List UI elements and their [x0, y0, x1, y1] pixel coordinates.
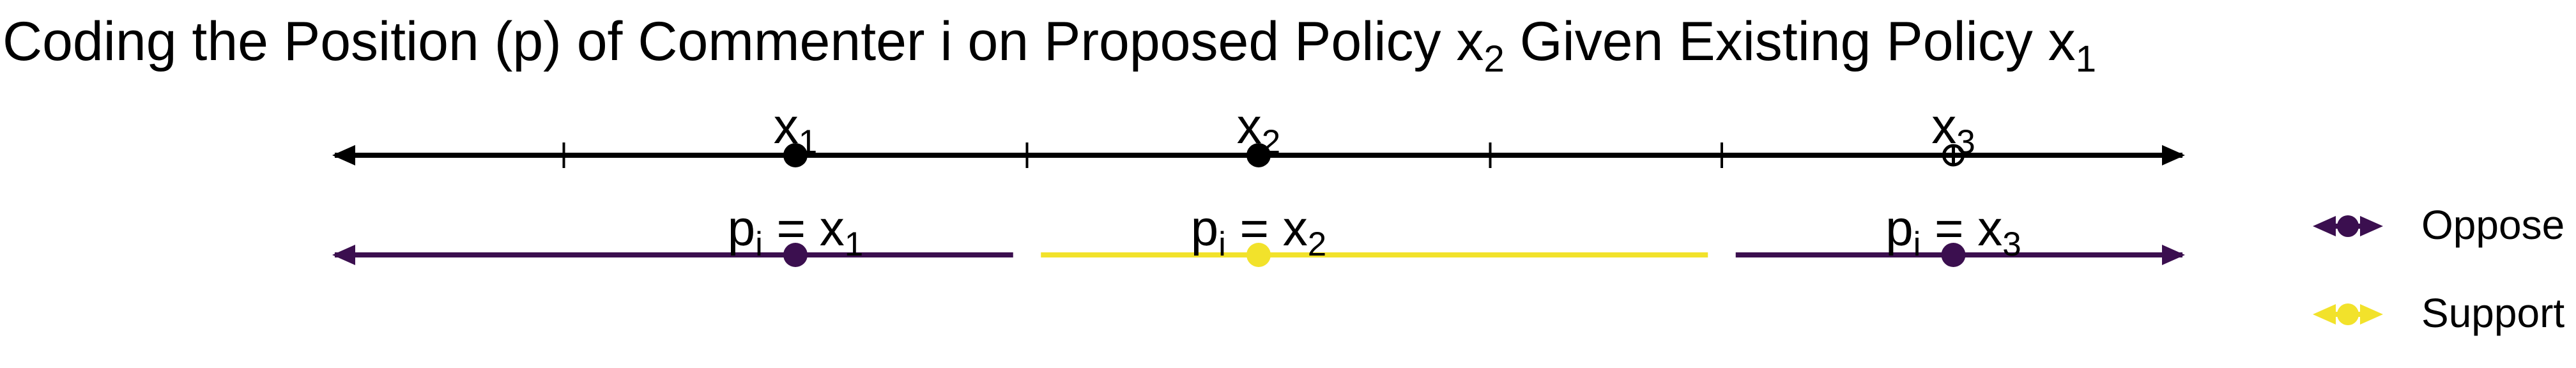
- label-p: p: [1190, 200, 1219, 256]
- label-subscript: 2: [1307, 225, 1327, 263]
- legend-key-left-arrow-oppose: [2313, 216, 2336, 236]
- bottom-point-1: [783, 243, 808, 267]
- legend-key-point-support: [2337, 303, 2359, 325]
- label-p-subscript: i: [1218, 225, 1226, 263]
- bottom-point-label-2: pi = x2: [1190, 200, 1327, 261]
- label-base: x: [1931, 98, 1957, 154]
- label-base: x: [773, 98, 799, 154]
- bottom-point-label-1: pi = x1: [727, 200, 864, 261]
- label-p: p: [727, 200, 756, 256]
- label-subscript: 1: [844, 225, 864, 263]
- bottom-segment-3-right-arrow: [2162, 245, 2185, 265]
- top-axis-left-arrow: [332, 145, 355, 165]
- label-base: x: [1282, 200, 1308, 256]
- bottom-segment-1-left-arrow: [332, 245, 355, 265]
- top-point-2: [1246, 143, 1271, 167]
- label-p-subscript: i: [755, 225, 763, 263]
- label-base: x: [1236, 98, 1262, 154]
- legend-key-right-arrow-oppose: [2360, 216, 2383, 236]
- top-point-label-3: x3: [1931, 98, 1975, 159]
- label-subscript: 3: [2002, 225, 2021, 263]
- top-point-label-2: x2: [1236, 98, 1281, 159]
- legend-key-point-oppose: [2337, 215, 2359, 237]
- legend-key-left-arrow-support: [2313, 304, 2336, 325]
- legend-label-oppose: Oppose: [2421, 202, 2565, 248]
- legend-key-right-arrow-support: [2360, 304, 2383, 325]
- top-point-label-1: x1: [773, 98, 818, 159]
- legend-label-support: Support: [2421, 290, 2565, 336]
- label-subscript: 1: [798, 123, 818, 161]
- label-equals: =: [1225, 200, 1283, 256]
- label-base: x: [819, 200, 845, 256]
- label-equals: =: [762, 200, 820, 256]
- label-p-subscript: i: [1913, 225, 1921, 263]
- label-subscript: 3: [1956, 123, 1975, 161]
- label-subscript: 2: [1261, 123, 1281, 161]
- bottom-point-3: [1941, 243, 1966, 267]
- bottom-point-2: [1246, 243, 1271, 267]
- label-base: x: [1977, 200, 2003, 256]
- label-equals: =: [1920, 200, 1978, 256]
- bottom-point-label-3: pi = x3: [1885, 200, 2021, 261]
- chart-title: Coding the Position (p) of Commenter i o…: [3, 11, 2097, 80]
- label-p: p: [1885, 200, 1913, 256]
- top-point-1: [783, 143, 808, 167]
- top-axis-right-arrow: [2162, 145, 2185, 165]
